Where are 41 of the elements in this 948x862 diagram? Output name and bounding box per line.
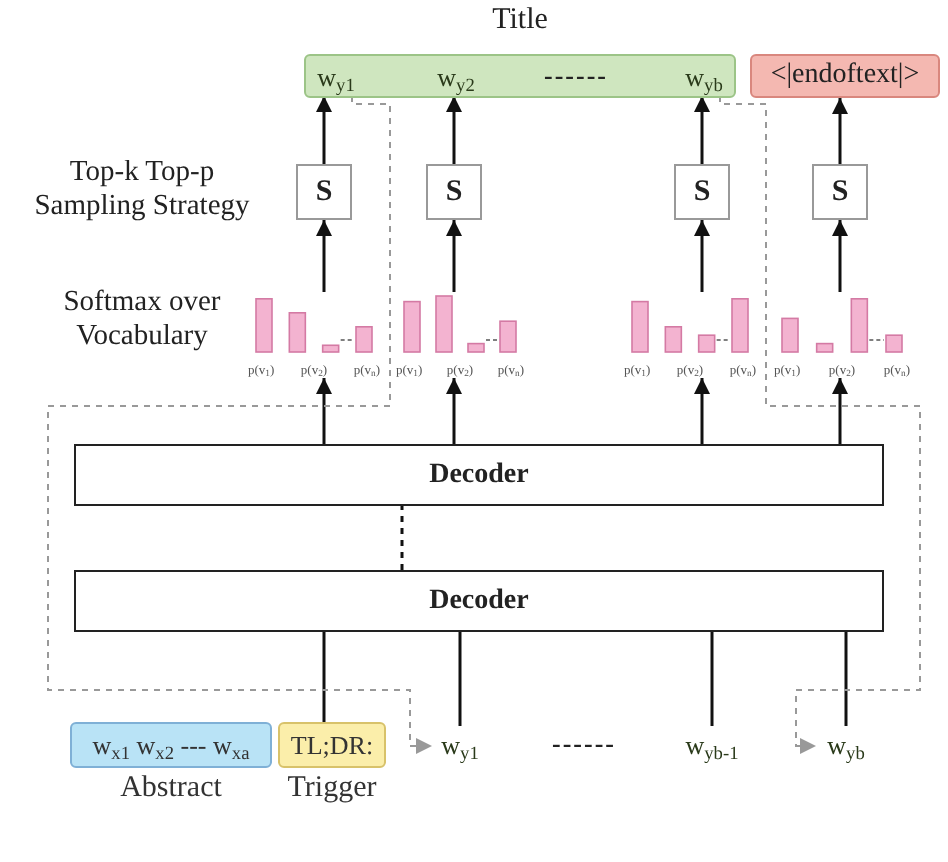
sampling-box: S [812,164,868,220]
ellipsis-dashes: ------ [550,728,618,760]
token-word: w$_{y2}$ [428,58,484,98]
arrow [47,95,433,754]
sampling-box: S [674,164,730,220]
arrow [832,378,848,444]
connector-line [400,506,404,570]
sampling-box: S [296,164,352,220]
input-caption: Abstract [118,772,224,806]
token-word: w$_{yb}$ [816,726,876,766]
decoder-box [74,570,884,632]
row-label: Top-k Top-p Sampling Strategy [32,156,252,223]
arrow [694,220,710,292]
arrow [832,98,848,164]
connector-line [844,632,848,726]
ellipsis-dashes: ------ [542,60,610,92]
arrow [446,96,462,164]
arrow [832,220,848,292]
token-word: w$_{yb}$ [676,58,732,98]
end-token-box: <|endoftext|> [750,54,940,98]
connector-line [710,632,714,726]
input-caption: Trigger [285,772,379,806]
arrow [694,378,710,444]
arrow [719,95,921,754]
title-heading: Title [490,4,550,38]
arrow [316,220,332,292]
row-label: Softmax over Vocabulary [61,286,223,353]
token-word: w$_{y1}$ [308,58,364,98]
input-text: TL;DR: [290,729,374,761]
arrow [694,96,710,164]
connector-line [322,632,326,722]
input-text: w$_{x1}$ w$_{x2}$ --- w$_{xa}$ [92,729,250,761]
token-word: w$_{yb-1}$ [668,726,756,766]
decoder-box [74,444,884,506]
arrow [446,378,462,444]
arrow [446,220,462,292]
arrow [316,96,332,164]
connector-line [458,632,462,726]
arrow [316,378,332,444]
sampling-box: S [426,164,482,220]
token-word: w$_{y1}$ [432,726,488,766]
